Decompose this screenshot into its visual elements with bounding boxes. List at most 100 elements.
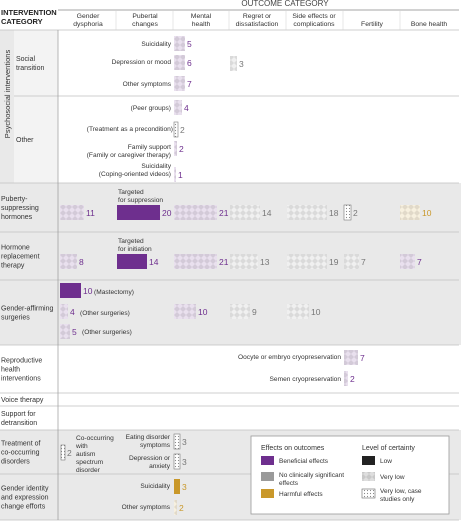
- evidence-bar: [117, 205, 160, 220]
- legend-effects-title: Effects on outcomes: [261, 445, 325, 452]
- evidence-bar-pattern: [230, 304, 250, 319]
- cell-annotation: (Peer groups): [131, 105, 171, 112]
- evidence-bar-pattern: [174, 500, 177, 515]
- study-count: 6: [187, 58, 192, 68]
- legend-very-low-label: Very low: [380, 474, 405, 481]
- mark-puberty-suppressing-hormones-mental-health: 21: [174, 205, 229, 220]
- mark-gender-identity-and-expression-change-efforts-mental-health: 3: [174, 479, 187, 494]
- row-label: Support for: [1, 411, 36, 418]
- legend-low-swatch: [362, 456, 375, 465]
- row-label: Treatment of: [1, 441, 40, 448]
- legend-harmful-swatch: [261, 489, 274, 498]
- evidence-bar-pattern: [344, 254, 359, 269]
- mark-hormone-replacement-therapy-gender-dysphoria: 8: [60, 254, 84, 269]
- row-label: Puberty-: [1, 196, 28, 203]
- evidence-bar-pattern: [60, 254, 77, 269]
- mark-puberty-suppressing-hormones-side-effects-or-complications: 18: [287, 205, 339, 220]
- evidence-bar-pattern: [230, 254, 258, 269]
- study-count: 14: [262, 208, 272, 218]
- legend-low-label: Low: [380, 458, 392, 465]
- mark-gender-affirming-surgeries-gender-dysphoria: 10(Mastectomy): [60, 283, 134, 298]
- row-label: suppressing: [1, 205, 39, 212]
- mark-puberty-suppressing-hormones-gender-dysphoria: 11: [60, 205, 95, 220]
- row-label: replacement: [1, 254, 40, 261]
- mark-puberty-suppressing-hormones-fertility: 2: [343, 204, 358, 221]
- mark-hormone-replacement-therapy-mental-health: 21: [174, 254, 229, 269]
- legend-beneficial-label: Beneficial effects: [279, 458, 329, 465]
- evidence-bar-pattern: [287, 254, 327, 269]
- mark-gender-affirming-surgeries-gender-dysphoria: 5: [60, 324, 77, 339]
- cell-annotation: symptoms: [140, 442, 171, 449]
- study-count: 1: [178, 170, 183, 180]
- evidence-bar: [60, 283, 81, 298]
- cell-annotation: spectrum: [76, 459, 104, 466]
- mark-gender-affirming-surgeries-regret-or-dissatisfaction: 9: [230, 304, 257, 319]
- study-count: 7: [361, 257, 366, 267]
- evidence-bar-pattern: [60, 304, 68, 319]
- column-header: complications: [293, 21, 335, 28]
- column-header: Regret or: [243, 13, 272, 20]
- evidence-bar-pattern: [344, 350, 358, 365]
- study-count: 8: [79, 257, 84, 267]
- evidence-bar-pattern: [400, 205, 420, 220]
- mark-puberty-suppressing-hormones-regret-or-dissatisfaction: 14: [230, 205, 272, 220]
- mark-hormone-replacement-therapy-regret-or-dissatisfaction: 13: [230, 254, 270, 269]
- legend-no-effect-label-1: No clinically significant: [279, 472, 344, 479]
- evidence-bar: [343, 204, 352, 221]
- cell-annotation: Family support: [128, 144, 171, 151]
- study-count: 10: [83, 286, 93, 296]
- study-count: 10: [422, 208, 432, 218]
- evidence-bar: [173, 433, 181, 450]
- mark-reproductive-health-interventions-fertility: 2: [344, 371, 355, 386]
- cell-annotation: Depression or: [129, 455, 171, 462]
- cell-annotation: Other symptoms: [122, 504, 171, 511]
- evidence-bar: [60, 444, 66, 461]
- mark-puberty-suppressing-hormones-pubertal-changes: 20: [117, 205, 172, 220]
- study-count: 10: [311, 307, 321, 317]
- study-count: 4: [70, 307, 75, 317]
- evidence-bar-pattern: [400, 254, 415, 269]
- study-count: 2: [350, 374, 355, 384]
- row-label: disorders: [1, 459, 30, 466]
- evidence-bar-pattern: [174, 36, 185, 51]
- row-label: detransition: [1, 420, 37, 427]
- cell-annotation: Targeted: [118, 238, 144, 245]
- study-count: 19: [329, 257, 339, 267]
- mark-social-transition-mental-health: 6: [174, 55, 192, 70]
- evidence-bar: [173, 453, 181, 470]
- row-label: Gender-affirming: [1, 306, 54, 313]
- legend-beneficial-swatch: [261, 456, 274, 465]
- evidence-bar-pattern: [60, 205, 84, 220]
- cell-annotation: Suicidality: [141, 41, 171, 48]
- cell-annotation: anxiety: [149, 463, 171, 470]
- column-header: dissatisfaction: [236, 21, 279, 28]
- evidence-bar-pattern: [174, 304, 196, 319]
- cell-annotation: disorder: [76, 467, 101, 474]
- row-label: Social: [16, 56, 36, 63]
- study-count: 11: [86, 208, 95, 218]
- column-header: Bone health: [411, 21, 448, 28]
- cell-annotation: for suppression: [118, 197, 163, 204]
- legend-no-effect-label-2: effects: [279, 480, 299, 487]
- row-label: surgeries: [1, 315, 30, 322]
- study-count: 3: [239, 59, 244, 69]
- row-label: co-occurring: [1, 450, 40, 457]
- legend-certainty-title: Level of certainty: [362, 445, 415, 452]
- evidence-bar-pattern: [287, 205, 327, 220]
- cell-annotation: (Mastectomy): [94, 289, 134, 296]
- row-label: transition: [16, 65, 45, 72]
- cell-annotation: Depression or mood: [112, 59, 172, 66]
- evidence-bar: [174, 479, 180, 494]
- row-label: and expression: [1, 495, 49, 502]
- evidence-bar-pattern: [344, 371, 348, 386]
- legend: Effects on outcomes Beneficial effects N…: [250, 435, 450, 515]
- study-count: 2: [353, 208, 358, 218]
- cell-annotation: Eating disorder: [126, 434, 171, 441]
- cell-annotation: (Other surgeries): [80, 310, 130, 317]
- cell-annotation: autism: [76, 451, 96, 458]
- mark-social-transition-regret-or-dissatisfaction: 3: [230, 56, 244, 71]
- cell-annotation: (Family or caregiver therapy): [87, 152, 171, 159]
- study-count: 2: [67, 448, 72, 458]
- row-label: Reproductive: [1, 358, 42, 365]
